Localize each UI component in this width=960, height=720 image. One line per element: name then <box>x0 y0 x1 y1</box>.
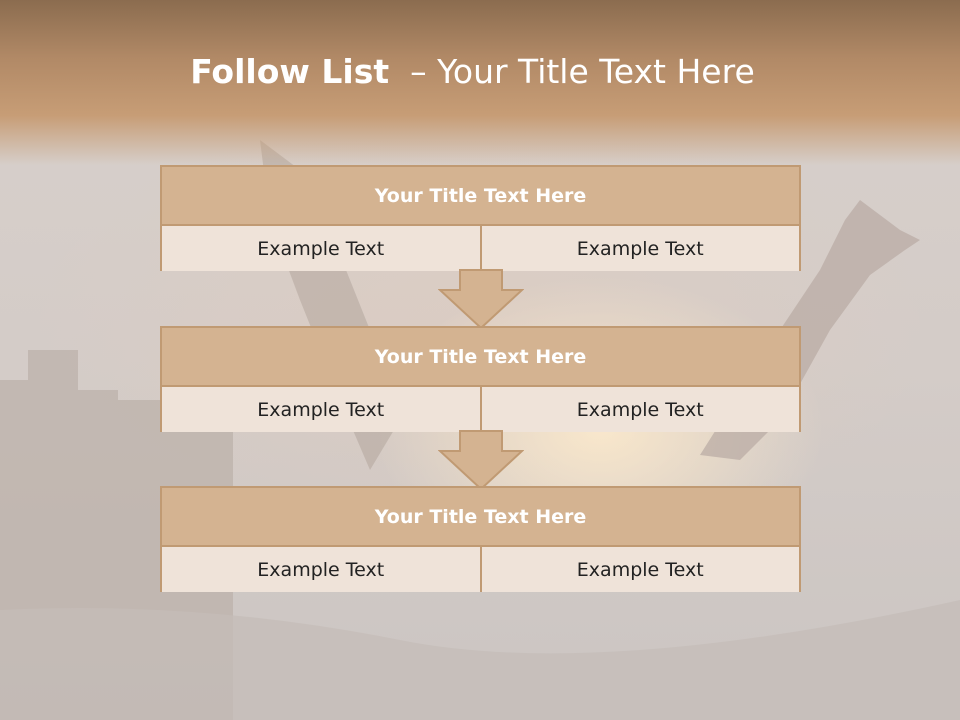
slide-title-bold: Follow List <box>190 52 390 91</box>
down-arrow-icon <box>438 430 524 491</box>
list-box-title: Your Title Text Here <box>162 167 799 226</box>
list-box-left-text: Example Text <box>162 547 480 592</box>
list-box-left-text: Example Text <box>162 226 480 271</box>
header-band <box>0 0 960 165</box>
list-box-right-text: Example Text <box>479 547 799 592</box>
down-arrow-icon <box>438 269 524 330</box>
slide-title-rest: Your Title Text Here <box>437 52 755 91</box>
list-box-right-text: Example Text <box>479 387 799 432</box>
list-box-left-text: Example Text <box>162 387 480 432</box>
list-box-3: Your Title Text Here Example Text Exampl… <box>160 486 801 592</box>
slide-title-separator: – <box>410 52 427 91</box>
slide-title: Follow List – Your Title Text Here <box>0 52 945 91</box>
list-box-title: Your Title Text Here <box>162 328 799 387</box>
list-box-2: Your Title Text Here Example Text Exampl… <box>160 326 801 432</box>
list-box-right-text: Example Text <box>479 226 799 271</box>
list-box-title: Your Title Text Here <box>162 488 799 547</box>
list-box-1: Your Title Text Here Example Text Exampl… <box>160 165 801 271</box>
